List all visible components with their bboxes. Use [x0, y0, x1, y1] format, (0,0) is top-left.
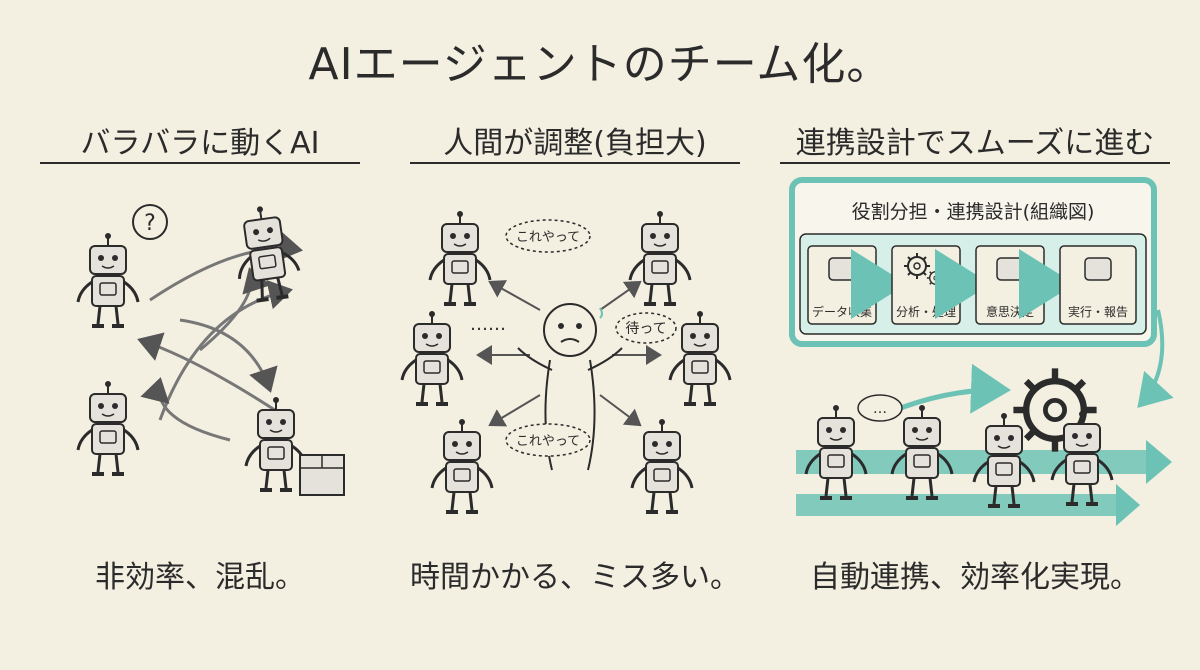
svg-text:意思決定: 意思決定 — [986, 304, 1034, 319]
svg-text:……: …… — [470, 314, 506, 335]
svg-text:データ収集: データ収集 — [812, 304, 872, 319]
chaos-arrows — [137, 231, 303, 442]
bubble-do-this-top: これやって — [505, 219, 591, 253]
robot-mid-right — [668, 309, 732, 406]
column-3-heading: 連携設計でスムーズに進む — [795, 126, 1155, 161]
robot-top-left — [428, 209, 492, 306]
robot-wandering — [76, 379, 140, 476]
question-mark: ? — [144, 211, 156, 236]
column-1-rule — [40, 162, 360, 164]
robot-mid-left — [400, 309, 464, 406]
robot-bottom-right — [630, 417, 694, 514]
column-2-rule — [410, 162, 740, 164]
column-3-rule — [780, 162, 1170, 164]
svg-text:これやって: これやって — [516, 230, 580, 245]
column-2-illustration: これやって …… 待って これやって — [400, 209, 732, 514]
bubble-do-this-bottom: これやって — [505, 423, 591, 457]
coordination-arrows — [476, 280, 662, 427]
column-1-heading: バラバラに動くAI — [80, 126, 320, 161]
box-icon — [299, 454, 345, 496]
svg-text:これやって: これやって — [516, 434, 580, 449]
bubble-wait: 待って — [615, 312, 677, 344]
robot-carrying-box — [244, 395, 308, 492]
column-3-caption: 自動連携、効率化実現。 — [810, 560, 1140, 595]
role-card-execution: 実行・報告 — [1059, 245, 1137, 325]
page-title: AIエージェントのチーム化。 — [308, 39, 892, 90]
robot-confused — [76, 231, 140, 328]
bubble-ellipsis: …… — [470, 314, 506, 335]
column-2-caption: 時間かかる、ミス多い。 — [410, 560, 740, 595]
column-1-caption: 非効率、混乱。 — [95, 560, 305, 595]
robot-running — [227, 200, 305, 305]
svg-text:待って: 待って — [625, 321, 666, 337]
role-card-decision: 意思決定 — [975, 245, 1045, 325]
svg-text:…: … — [873, 401, 887, 417]
team-speech-bubble: … — [857, 394, 903, 422]
question-bubble: ? — [132, 204, 168, 240]
org-chart-title: 役割分担・連携設計(組織図) — [852, 201, 1095, 223]
robot-top-right — [628, 209, 692, 306]
column-2-heading: 人間が調整(負担大) — [443, 126, 707, 161]
robot-bottom-left — [430, 417, 494, 514]
svg-text:分析・処理: 分析・処理 — [896, 305, 956, 319]
column-1-illustration: ? — [76, 200, 345, 496]
stressed-human-icon — [517, 303, 623, 471]
column-3-illustration: 役割分担・連携設計(組織図) データ収集 分析・処理 意思決定 — [789, 177, 1174, 526]
flow-down-arrow — [1137, 309, 1174, 408]
handoff-arrow — [889, 363, 1011, 415]
role-card-analysis: 分析・処理 — [891, 245, 961, 325]
svg-text:実行・報告: 実行・報告 — [1068, 304, 1128, 319]
role-card-data-collection: データ収集 — [807, 245, 877, 325]
